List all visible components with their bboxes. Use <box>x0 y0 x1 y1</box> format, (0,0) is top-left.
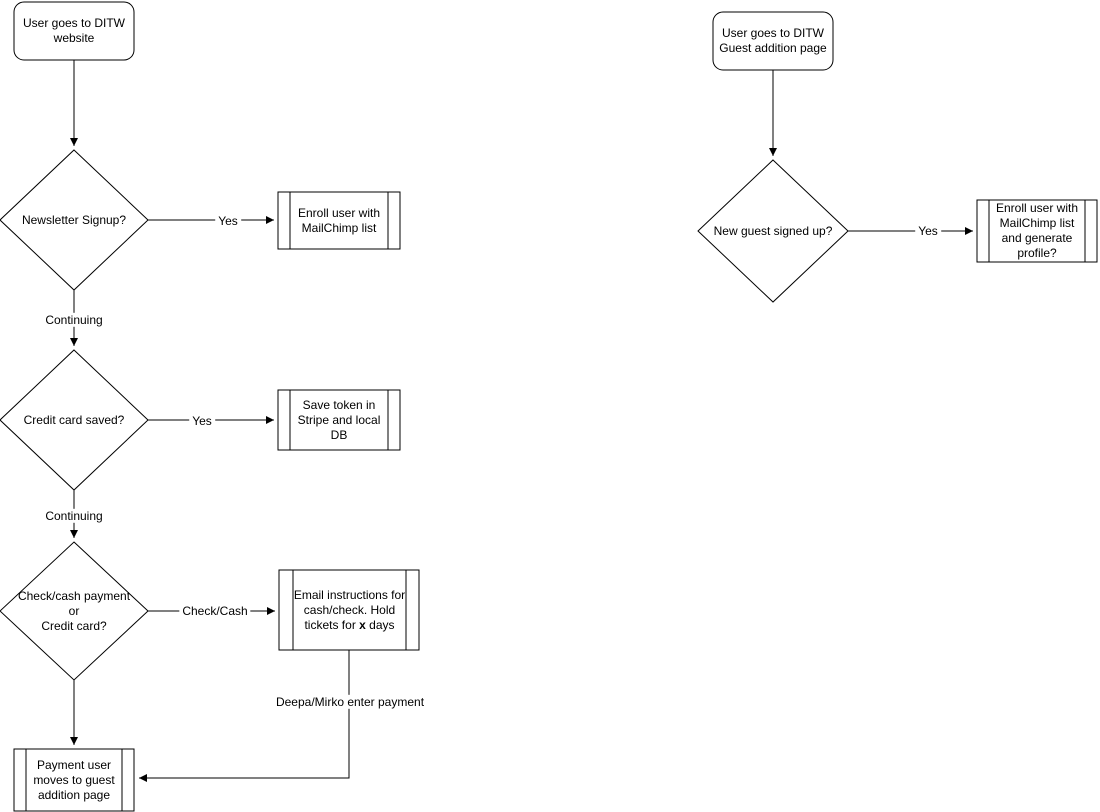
node-process-enroll-mailchimp <box>277 191 401 250</box>
edge-label-continuing-1: Continuing <box>42 312 106 328</box>
node-start-website <box>13 1 135 61</box>
node-process-save-token <box>277 389 401 451</box>
node-decision-newsletter <box>0 149 149 291</box>
edge-email-to-paymentuser <box>139 650 350 782</box>
edge-label-yes-new-guest: Yes <box>915 223 941 239</box>
node-decision-payment-type <box>0 541 149 681</box>
node-decision-creditcard <box>0 349 149 491</box>
node-process-payment-user-moves <box>13 748 135 812</box>
node-decision-new-guest <box>697 159 849 303</box>
edge-label-check-cash: Check/Cash <box>179 603 251 619</box>
node-process-email-instructions <box>278 569 420 651</box>
edge-label-yes-creditcard: Yes <box>189 413 215 429</box>
edge-label-yes-newsletter: Yes <box>215 213 241 229</box>
edge-label-deepa-mirko: Deepa/Mirko enter payment <box>272 694 428 710</box>
edge-label-continuing-2: Continuing <box>42 508 106 524</box>
node-start-guest-page <box>712 11 834 71</box>
node-process-enroll-generate-profile <box>976 199 1098 263</box>
